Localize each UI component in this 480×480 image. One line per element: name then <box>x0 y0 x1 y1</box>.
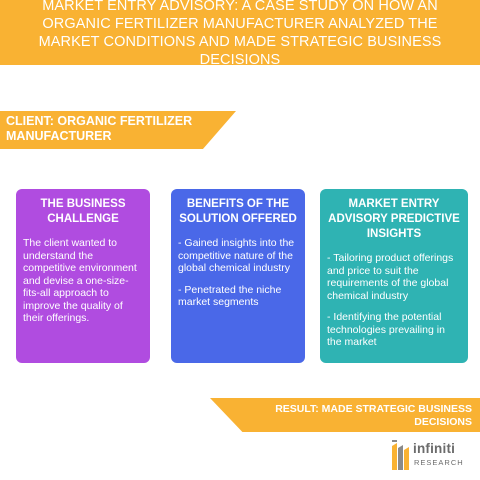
card-paragraph: - Penetrated the niche market segments <box>178 283 282 309</box>
card-body: The client wanted to understand the comp… <box>23 237 143 325</box>
infiniti-research-logo: infiniti RESEARCH <box>392 440 476 472</box>
logo-mark-icon <box>392 440 409 470</box>
card-paragraph: - Identifying the potential technologies… <box>327 311 445 348</box>
card-business-challenge: THE BUSINESS CHALLENGE The client wanted… <box>16 189 150 363</box>
page-title: MARKET ENTRY ADVISORY: A CASE STUDY ON H… <box>38 0 442 68</box>
card-paragraph: - Gained insights into the competitive n… <box>178 237 295 274</box>
card-paragraph: - Tailoring product offerings and price … <box>327 252 454 302</box>
card-body: - Tailoring product offerings and price … <box>327 252 461 349</box>
logo-name: infiniti <box>413 441 456 456</box>
client-label: CLIENT: ORGANIC FERTILIZER MANUFACTURER <box>6 114 193 143</box>
card-title: MARKET ENTRY ADVISORY PREDICTIVE INSIGHT… <box>328 198 460 240</box>
card-title: BENEFITS OF THE SOLUTION OFFERED <box>179 198 297 225</box>
result-ribbon <box>210 398 480 432</box>
card-solution-benefits: BENEFITS OF THE SOLUTION OFFERED - Gaine… <box>171 189 305 363</box>
card-title: THE BUSINESS CHALLENGE <box>40 198 126 225</box>
client-ribbon <box>0 111 236 149</box>
logo-subtitle: RESEARCH <box>414 458 464 467</box>
card-body: - Gained insights into the competitive n… <box>178 237 298 309</box>
card-paragraph: The client wanted to understand the comp… <box>23 237 137 324</box>
result-label: RESULT: MADE STRATEGIC BUSINESS DECISION… <box>275 403 472 428</box>
card-predictive-insights: MARKET ENTRY ADVISORY PREDICTIVE INSIGHT… <box>320 189 468 363</box>
header-banner: MARKET ENTRY ADVISORY: A CASE STUDY ON H… <box>0 0 480 68</box>
